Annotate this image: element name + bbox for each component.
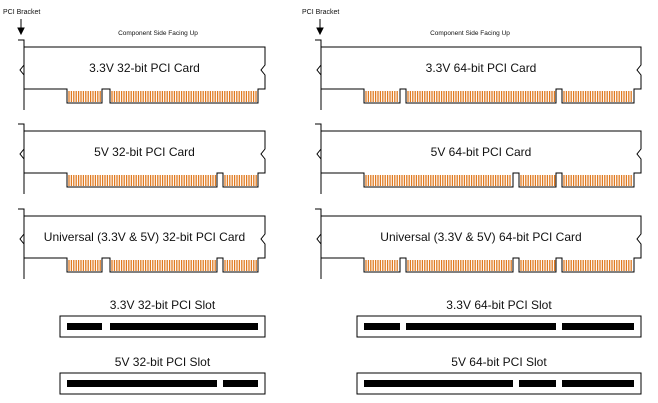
slot-contact-bar	[364, 323, 400, 330]
gold-finger-contacts	[563, 91, 632, 102]
left-column-header: PCI Bracket Component Side Facing Up	[3, 9, 198, 37]
slot-contact-bar	[110, 323, 258, 330]
gold-finger-contacts	[224, 260, 257, 271]
slot-contact-bar	[223, 380, 258, 387]
card-label: 3.3V 64-bit PCI Card	[426, 61, 537, 75]
pci-card: 3.3V 32-bit PCI Card	[18, 39, 266, 110]
pci-slot: 5V 32-bit PCI Slot	[59, 355, 266, 395]
pci-card: Universal (3.3V & 5V) 64-bit PCI Card	[315, 208, 642, 279]
component-side-label: Component Side Facing Up	[118, 30, 198, 37]
slot-contact-bar	[67, 380, 217, 387]
card-label: Universal (3.3V & 5V) 64-bit PCI Card	[380, 230, 581, 244]
right-column-header: PCI Bracket Component Side Facing Up	[302, 9, 510, 37]
slot-label: 3.3V 64-bit PCI Slot	[446, 298, 552, 312]
component-side-label: Component Side Facing Up	[430, 30, 510, 37]
slot-contact-bar	[364, 380, 513, 387]
gold-finger-contacts	[365, 91, 398, 102]
slot-label: 3.3V 32-bit PCI Slot	[110, 298, 216, 312]
gold-finger-contacts	[68, 91, 101, 102]
slot-contact-bar	[406, 323, 556, 330]
arrow-down-icon	[316, 19, 324, 36]
card-outline	[315, 123, 642, 194]
gold-finger-contacts	[563, 260, 632, 271]
slot-contact-bar	[562, 380, 634, 387]
pci-slot: 3.3V 32-bit PCI Slot	[59, 298, 266, 338]
card-outline	[18, 123, 266, 194]
slot-contact-bar	[562, 323, 634, 330]
card-label: Universal (3.3V & 5V) 32-bit PCI Card	[44, 230, 245, 244]
slot-contact-bar	[67, 323, 102, 330]
card-label: 5V 32-bit PCI Card	[94, 145, 195, 159]
card-outline	[18, 39, 266, 110]
gold-finger-contacts	[111, 260, 216, 271]
slot-contact-bar	[519, 380, 556, 387]
gold-finger-contacts	[520, 260, 556, 271]
pci-card: Universal (3.3V & 5V) 32-bit PCI Card	[18, 208, 266, 279]
pci-slot: 5V 64-bit PCI Slot	[356, 355, 642, 395]
pci-card: 3.3V 64-bit PCI Card	[315, 39, 642, 110]
gold-finger-contacts	[68, 260, 101, 271]
pci-bracket-label: PCI Bracket	[302, 9, 339, 16]
gold-finger-contacts	[111, 91, 257, 102]
card-outline	[315, 39, 642, 110]
card-outline	[18, 208, 266, 279]
pci-bracket-label: PCI Bracket	[3, 9, 40, 16]
gold-finger-contacts	[563, 175, 632, 186]
slot-label: 5V 32-bit PCI Slot	[115, 355, 211, 369]
slot-label: 5V 64-bit PCI Slot	[451, 355, 547, 369]
card-label: 5V 64-bit PCI Card	[431, 145, 532, 159]
card-label: 3.3V 32-bit PCI Card	[89, 61, 200, 75]
arrow-down-icon	[17, 19, 25, 36]
pci-card: 5V 32-bit PCI Card	[18, 123, 266, 194]
gold-finger-contacts	[68, 175, 217, 186]
card-outline	[315, 208, 642, 279]
pci-slot: 3.3V 64-bit PCI Slot	[356, 298, 642, 338]
gold-finger-contacts	[520, 175, 556, 186]
gold-finger-contacts	[224, 175, 257, 186]
pci-card: 5V 64-bit PCI Card	[315, 123, 642, 194]
gold-finger-contacts	[407, 91, 556, 102]
gold-finger-contacts	[365, 175, 511, 186]
gold-finger-contacts	[407, 260, 512, 271]
gold-finger-contacts	[365, 260, 398, 271]
